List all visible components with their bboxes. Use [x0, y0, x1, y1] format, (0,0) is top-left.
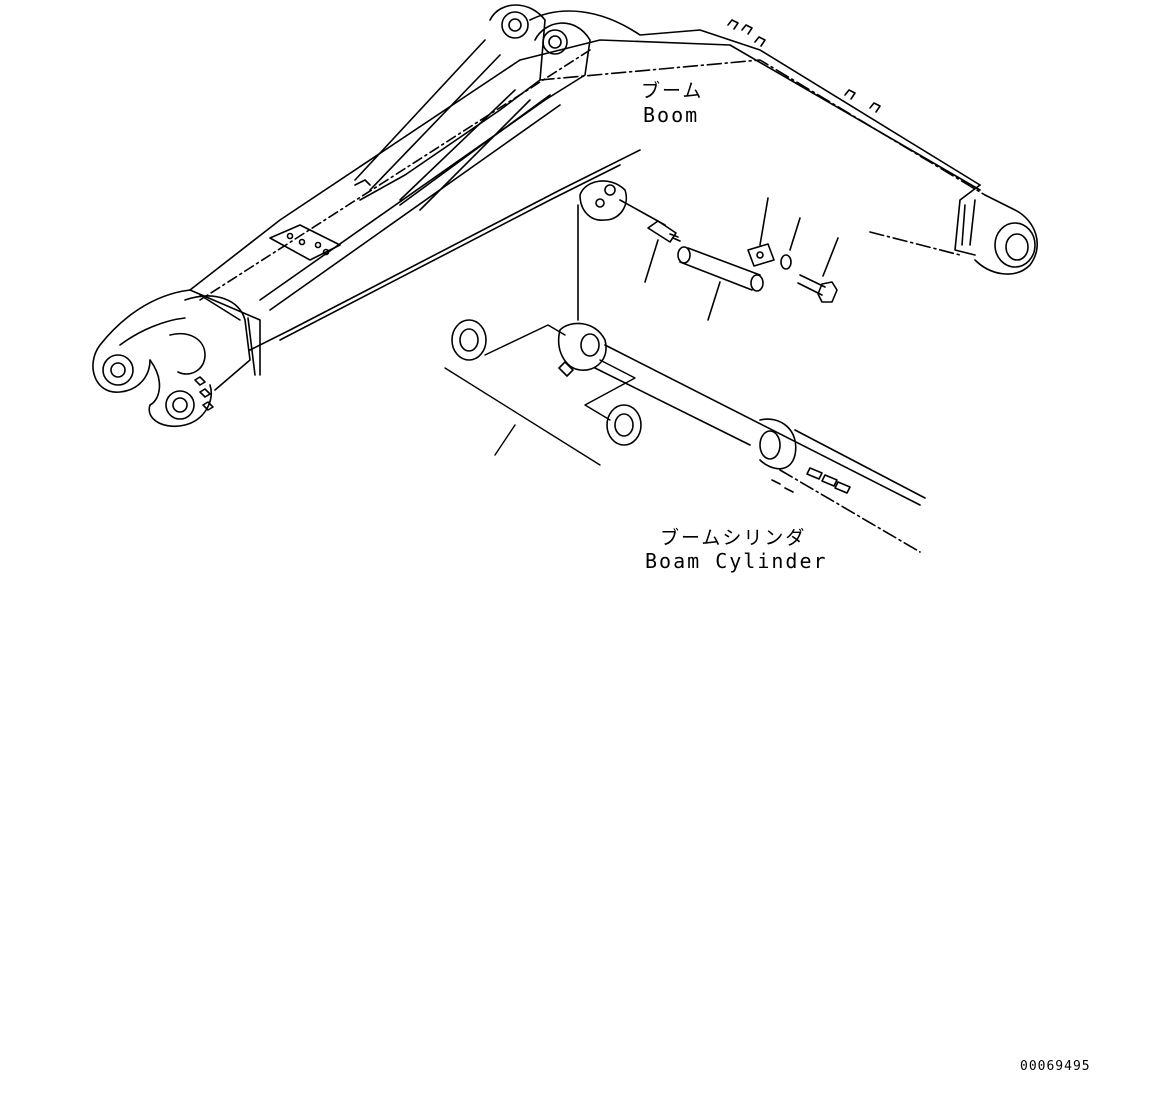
washer — [780, 217, 801, 270]
drawing-number: 00069495 — [1020, 1059, 1091, 1074]
cylinder-bracket — [577, 180, 666, 321]
bolt — [797, 237, 839, 303]
pin — [677, 246, 764, 321]
boom-cylinder — [558, 322, 926, 553]
boom-cylinder-label-jp: ブームシリンダ — [660, 527, 807, 549]
boom-label-en: Boom — [643, 103, 700, 127]
leader-lines — [444, 324, 636, 466]
shim-upper — [451, 319, 487, 361]
shim-lower — [606, 404, 642, 446]
boom-part — [92, 4, 1039, 427]
boom-label-jp: ブーム — [641, 80, 704, 102]
grease-fitting — [644, 220, 681, 283]
boom-cylinder-label-en: Boam Cylinder — [645, 549, 828, 573]
plate-lock — [747, 197, 775, 267]
